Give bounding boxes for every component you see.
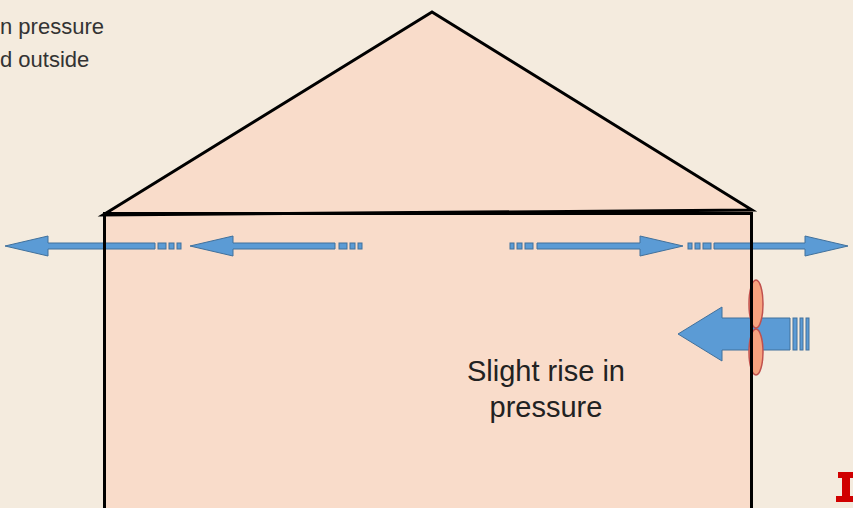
house-box: Slight rise in pressure [103,212,753,508]
fan-inflow-arrow [678,307,809,361]
slide-text: d outside [0,47,89,73]
logo-fragment [836,472,853,502]
air-leak-arrows [5,236,848,256]
slide-text: n pressure [0,14,104,40]
node-text: Slight rise in pressure [426,353,666,425]
roof [103,12,752,215]
house-fill [103,210,752,508]
